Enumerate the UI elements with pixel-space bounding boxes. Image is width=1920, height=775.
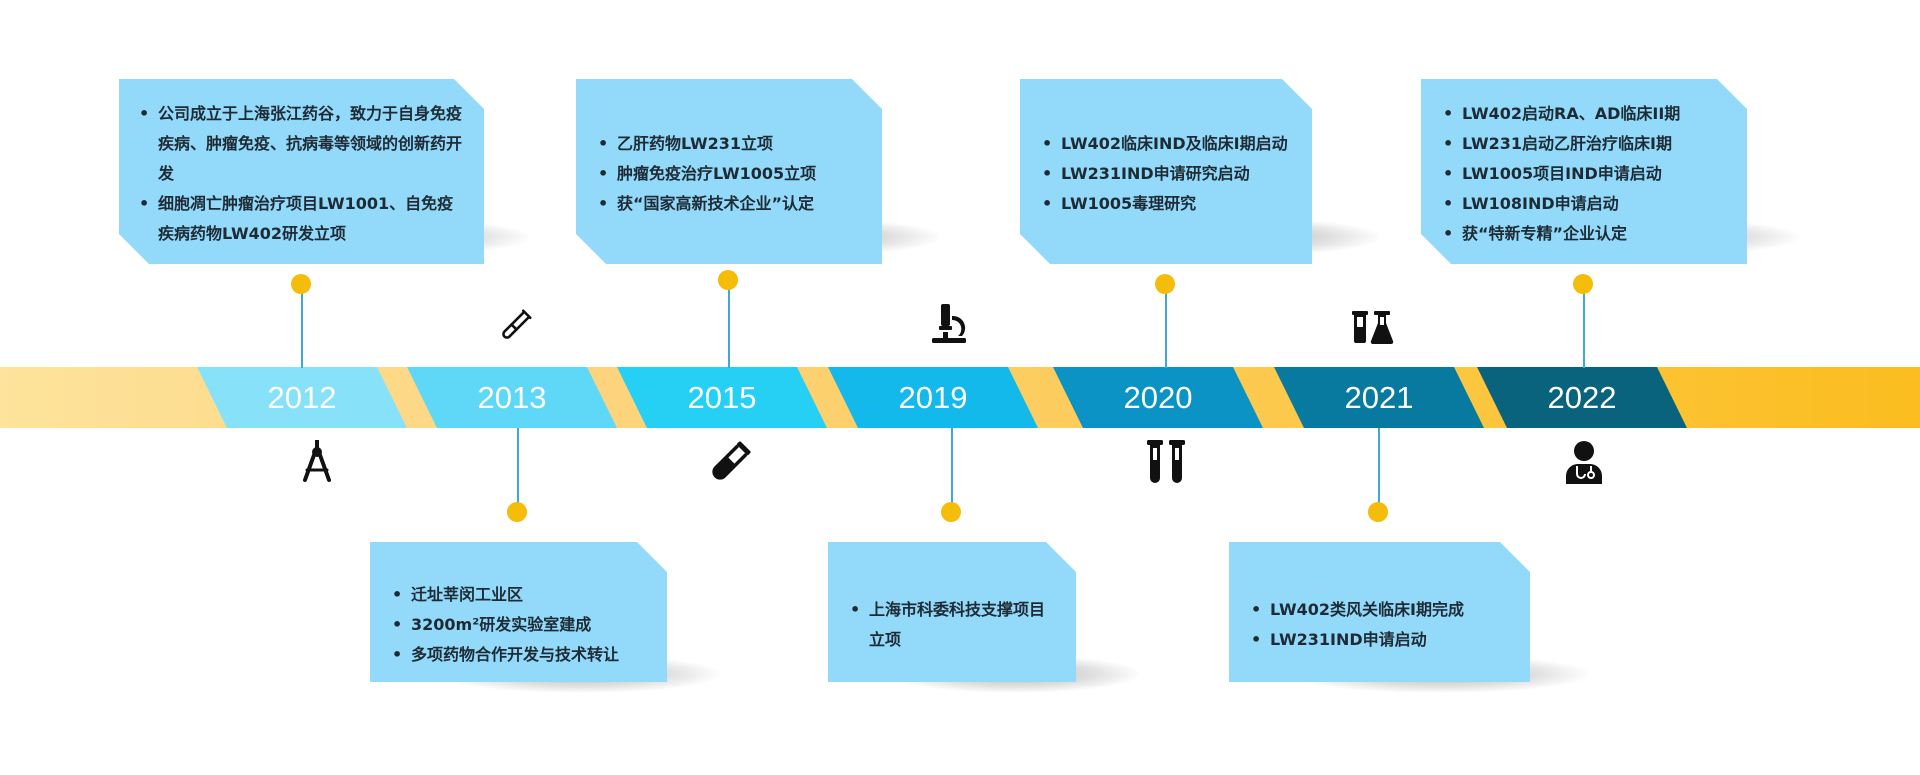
connector-line [1378,428,1380,512]
test-tubes-icon [1147,440,1185,483]
connector-line [951,428,953,512]
timeline-dot [1155,274,1175,294]
event-item: 乙肝药物LW231立项 [598,129,864,159]
year-label: 2020 [1123,379,1193,415]
event-item: LW402临床IND及临床I期启动 [1042,129,1296,159]
year-2013: 2013 [407,367,617,428]
connector-line [1583,284,1585,368]
year-2022: 2022 [1477,367,1687,428]
test-tube-icon [712,441,751,480]
event-card-2022: LW402启动RA、AD临床II期 LW231启动乙肝治疗临床I期 LW1005… [1421,79,1747,264]
event-card-2020: LW402临床IND及临床I期启动 LW231IND申请研究启动 LW1005毒… [1020,79,1312,264]
compass-icon [303,440,331,482]
year-2019: 2019 [828,367,1038,428]
connector-line [301,284,303,368]
event-card-2021: LW402类风关临床I期完成 LW231IND申请启动 [1229,542,1530,682]
year-label: 2013 [477,379,547,415]
doctor-icon [1566,441,1602,484]
event-card-2015: 乙肝药物LW231立项 肿瘤免疫治疗LW1005立项 获“国家高新技术企业”认定 [576,79,882,264]
event-item: 获“国家高新技术企业”认定 [598,189,864,219]
event-item: 3200m²研发实验室建成 [392,610,651,640]
event-card-2013: 迁址莘闵工业区 3200m²研发实验室建成 多项药物合作开发与技术转让 [370,542,667,682]
event-item: LW402启动RA、AD临床II期 [1443,99,1731,129]
event-item: LW1005毒理研究 [1042,189,1296,219]
event-item: 肿瘤免疫治疗LW1005立项 [598,159,864,189]
event-item: 迁址莘闵工业区 [392,580,651,610]
event-card-2019: 上海市科委科技支撑项目立项 [828,542,1076,682]
beakers-icon [1352,311,1394,345]
event-item: LW402类风关临床I期完成 [1251,595,1514,625]
year-2012: 2012 [197,367,407,428]
flask-tube-icon [502,309,532,339]
event-item: LW231IND申请研究启动 [1042,159,1296,189]
timeline-dot [507,502,527,522]
event-card-2012: 公司成立于上海张江药谷，致力于自身免疫疾病、肿瘤免疫、抗病毒等领域的创新药开发 … [119,79,484,264]
event-item: LW231IND申请启动 [1251,625,1514,655]
timeline-dot [291,274,311,294]
connector-line [728,280,730,368]
timeline-dot [1368,502,1388,522]
year-2021: 2021 [1274,367,1484,428]
timeline-dot [941,502,961,522]
year-label: 2012 [267,379,337,415]
event-item: 多项药物合作开发与技术转让 [392,640,651,670]
year-2020: 2020 [1053,367,1263,428]
year-2015: 2015 [617,367,827,428]
event-item: 获“特新专精”企业认定 [1443,219,1731,249]
year-label: 2015 [687,379,757,415]
event-item: 公司成立于上海张江药谷，致力于自身免疫疾病、肿瘤免疫、抗病毒等领域的创新药开发 [139,99,466,189]
year-label: 2021 [1344,379,1414,415]
event-item: LW108IND申请启动 [1443,189,1731,219]
year-label: 2022 [1547,379,1617,415]
event-item: 细胞凋亡肿瘤治疗项目LW1001、自免疫疾病药物LW402研发立项 [139,189,466,249]
timeline-dot [718,270,738,290]
event-item: LW1005项目IND申请启动 [1443,159,1731,189]
event-item: 上海市科委科技支撑项目立项 [850,595,1058,655]
microscope-icon [932,304,966,343]
event-item: LW231启动乙肝治疗临床I期 [1443,129,1731,159]
connector-line [1165,284,1167,368]
timeline-dot [1573,274,1593,294]
year-label: 2019 [898,379,968,415]
connector-line [517,428,519,512]
